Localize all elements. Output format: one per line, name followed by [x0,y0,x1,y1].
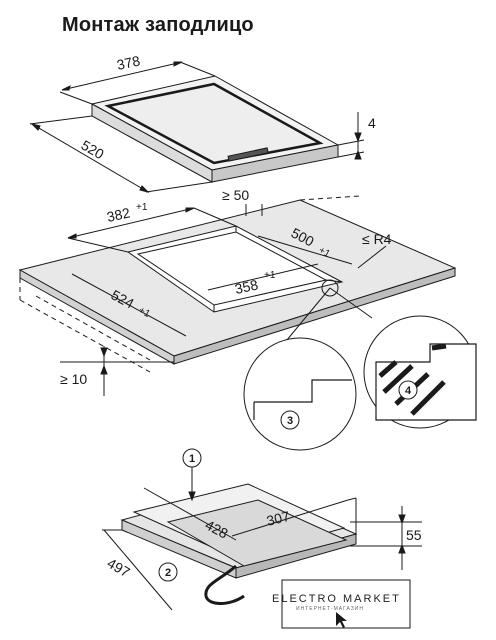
dim-width: 378 [115,52,141,73]
dim-cut-width: 382 [105,204,131,225]
dim-height: 4 [368,115,376,131]
dim-cut-depth-tol: +1 [317,245,333,260]
detail-3-circle [243,337,357,451]
dim-cut-width-tol: +1 [136,202,148,213]
page-title: Монтаж заподлицо [62,14,254,36]
hob-controls [227,147,269,162]
hob-drawing [29,61,365,193]
dim-inner-width: 358 [233,276,259,297]
dim-radius: ≤ R4 [362,231,392,247]
installed-hob-drawing [102,448,422,611]
electro-market-watermark [264,572,411,632]
watermark-line2: ИНТЕРНЕТ-МАГАЗИН [296,606,364,612]
dim-installed-height: 55 [406,527,422,543]
callout-1: 1 [189,453,195,465]
detail-3-label: 3 [287,415,293,427]
callout-2: 2 [165,567,171,579]
hob-glass [104,82,324,165]
dim-inner-depth-tol: +1 [137,305,153,320]
dim-min-thickness: ≥ 10 [60,371,87,387]
dim-min-edge: ≥ 50 [222,187,249,203]
watermark-line1: ELECTRO MARKET [272,593,401,605]
dim-inner-width-tol: +1 [264,270,276,281]
dim-installed-depth: 307 [265,508,292,529]
countertop-drawing [18,195,477,451]
detail-4-label: 4 [405,385,412,397]
dim-depth: 520 [79,137,107,163]
countertop-right-edge [173,267,456,365]
